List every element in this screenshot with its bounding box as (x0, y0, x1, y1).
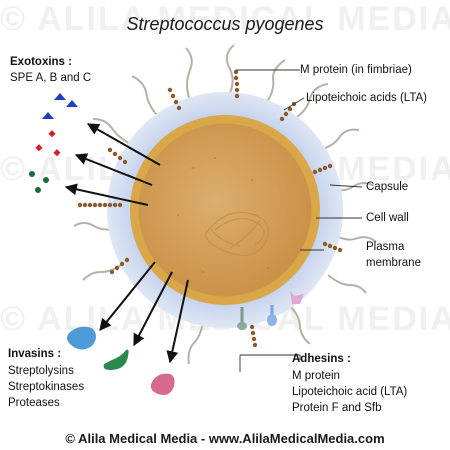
invasins-title: Invasins : (8, 348, 62, 360)
fimbria (92, 118, 134, 146)
invasins-item: Proteases (8, 397, 60, 409)
exotoxin-particles (29, 93, 78, 193)
capsule-label: Capsule (366, 181, 409, 193)
toxin-particle-red (53, 149, 61, 157)
exotoxins-title: Exotoxins : (10, 56, 72, 68)
plasma-membrane-label-line1: Plasma (366, 241, 405, 253)
fimbria (225, 44, 235, 94)
toxin-particle-green (35, 187, 41, 193)
m-protein-label: M protein (in fimbriae) (300, 64, 412, 76)
toxin-particle-blue (54, 93, 66, 100)
fimbria (289, 305, 311, 345)
lta-chain (107, 147, 128, 165)
lta-chain (322, 241, 343, 253)
plasma-membrane-label-line2: membrane (366, 257, 421, 269)
adhesin (237, 322, 247, 330)
fimbria (291, 83, 329, 121)
adhesin (290, 290, 304, 304)
fimbria (185, 47, 193, 101)
invasin-blue (67, 326, 96, 350)
cell-wall-label: Cell wall (366, 212, 409, 224)
fimbria (131, 75, 159, 117)
leader-lta (283, 97, 305, 111)
toxin-particle-red (48, 130, 56, 138)
invasins-item: Streptolysins (8, 365, 74, 377)
lta-chain (167, 87, 182, 111)
fimbriae (73, 44, 377, 365)
invasins-item: Streptokinases (8, 381, 85, 393)
adhesins-item: M protein (292, 370, 340, 382)
exotoxin-arrows (64, 123, 161, 206)
adhesins-title: Adhesins : (292, 353, 351, 365)
invasin-arrows (99, 261, 189, 364)
lta-chain (77, 202, 123, 208)
cytoplasm-granules (176, 156, 270, 274)
leader-lines (236, 69, 363, 372)
lta-chain (249, 324, 258, 348)
invasin-proteins (67, 326, 175, 395)
cytoplasm (138, 123, 312, 297)
toxin-particle-blue (42, 112, 54, 119)
toxin-particle-green (29, 171, 35, 177)
fimbria (327, 274, 367, 294)
toxin-particle-red (35, 144, 43, 152)
diagram-title: Streptococcus pyogenes (126, 14, 324, 34)
toxin-particle-blue (66, 100, 78, 107)
fimbria (187, 321, 204, 365)
lta-chain (109, 257, 130, 275)
lta-label: Lipoteichoic acids (LTA) (306, 92, 428, 104)
nucleoid (204, 211, 269, 256)
adhesins-item: Lipoteichoic acid (LTA) (292, 386, 408, 398)
adhesins-bracket (239, 354, 301, 372)
invasin-green (103, 349, 129, 370)
adhesins (237, 290, 304, 330)
copyright-footer: © Alila Medical Media - www.AlilaMedical… (65, 431, 385, 446)
fimbria (264, 59, 286, 105)
toxin-particle-green (43, 177, 49, 183)
fimbria (82, 261, 126, 281)
leader-capsule (329, 184, 363, 188)
lta-chain (233, 69, 240, 99)
fimbria (335, 235, 377, 243)
adhesin (267, 314, 277, 326)
lta-chain (312, 163, 333, 175)
lta-chains (77, 69, 343, 348)
adhesins-item: Protein F and Sfb (292, 402, 382, 414)
exotoxins-detail: SPE A, B and C (10, 72, 92, 84)
invasin-pink (150, 373, 175, 395)
